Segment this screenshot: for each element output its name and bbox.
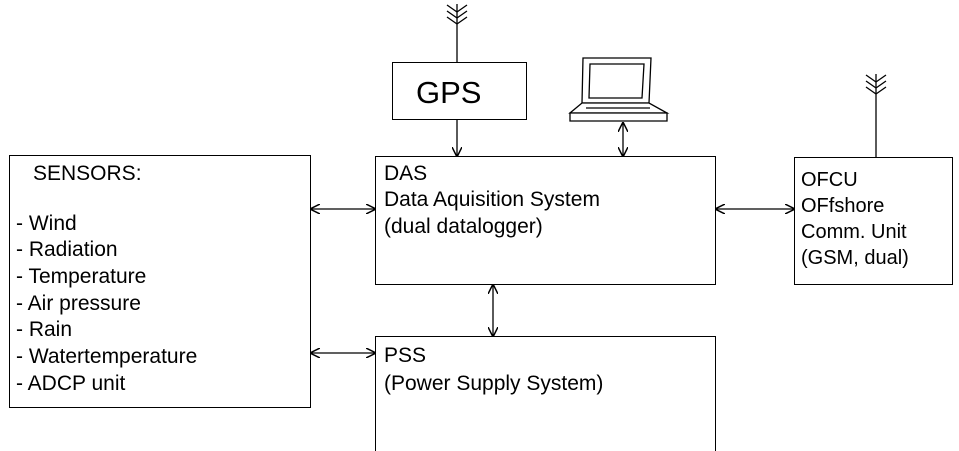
- pss-title: PSS: [384, 344, 427, 367]
- sensors-title: SENSORS:: [33, 162, 142, 185]
- sensor-item: - Radiation: [16, 238, 118, 261]
- sensor-item: - Rain: [16, 318, 73, 341]
- das-title: DAS: [384, 162, 428, 185]
- gps-box: GPS: [392, 62, 527, 120]
- gps-label: GPS: [416, 75, 482, 110]
- sensor-item: - Air pressure: [16, 292, 141, 315]
- ofcu-title: OFCU: [801, 169, 858, 191]
- sensor-item: - Wind: [16, 212, 77, 235]
- pss-box: PSS (Power Supply System): [375, 336, 716, 451]
- das-subtitle: Data Aquisition System: [384, 188, 600, 211]
- sensor-item: - ADCP unit: [16, 372, 126, 395]
- ofcu-antenna-icon: [865, 74, 887, 158]
- pss-subtitle: (Power Supply System): [384, 372, 604, 395]
- gps-antenna-icon: [446, 4, 468, 62]
- ofcu-line: (GSM, dual): [801, 247, 909, 269]
- ofcu-line: Comm. Unit: [801, 221, 907, 243]
- ofcu-box: OFCU OFfshore Comm. Unit (GSM, dual): [794, 157, 953, 285]
- sensor-item: - Watertemperature: [16, 345, 198, 368]
- sensors-box: SENSORS: - Wind - Radiation - Temperatur…: [9, 155, 311, 408]
- sensor-item: - Temperature: [16, 265, 147, 288]
- das-box: DAS Data Aquisition System (dual datalog…: [375, 156, 716, 285]
- laptop-icon: [568, 57, 670, 122]
- ofcu-line: OFfshore: [801, 195, 885, 217]
- das-note: (dual datalogger): [384, 215, 543, 238]
